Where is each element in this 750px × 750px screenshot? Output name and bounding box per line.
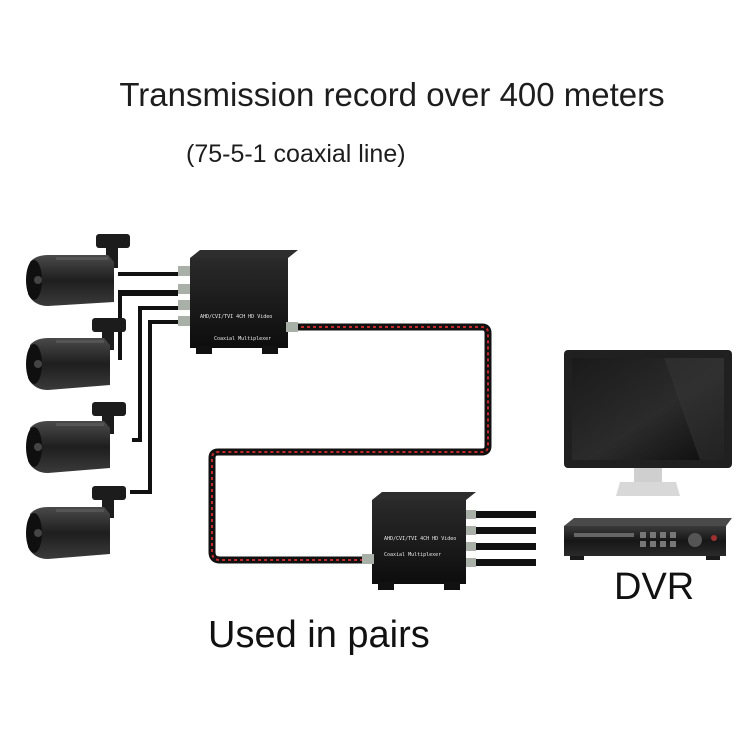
- page-subtitle: (75-5-1 coaxial line): [186, 140, 406, 168]
- device-label-line1-rx: AHD/CVI/TVI 4CH HD Video: [384, 536, 456, 542]
- device-label-line2: Coaxial Multiplexer: [214, 336, 271, 342]
- camera-2: [26, 318, 126, 390]
- page-title: Transmission record over 400 meters: [119, 76, 665, 113]
- transmitter-multiplexer: AHD/CVI/TVI 4CH HD Video Coaxial Multipl…: [178, 250, 298, 354]
- monitor: [564, 350, 732, 496]
- coax-cable: [208, 323, 492, 564]
- camera-1: [26, 234, 130, 306]
- pairs-label: Used in pairs: [208, 614, 430, 656]
- device-label-line1: AHD/CVI/TVI 4CH HD Video: [200, 314, 272, 320]
- dvr-label: DVR: [614, 566, 695, 608]
- dvr-recorder: [564, 518, 732, 560]
- camera-4: [26, 486, 126, 559]
- camera-cables: [118, 272, 178, 494]
- receiver-multiplexer: AHD/CVI/TVI 4CH HD Video Coaxial Multipl…: [362, 492, 536, 590]
- device-label-line2-rx: Coaxial Multiplexer: [384, 552, 441, 558]
- camera-3: [26, 402, 126, 473]
